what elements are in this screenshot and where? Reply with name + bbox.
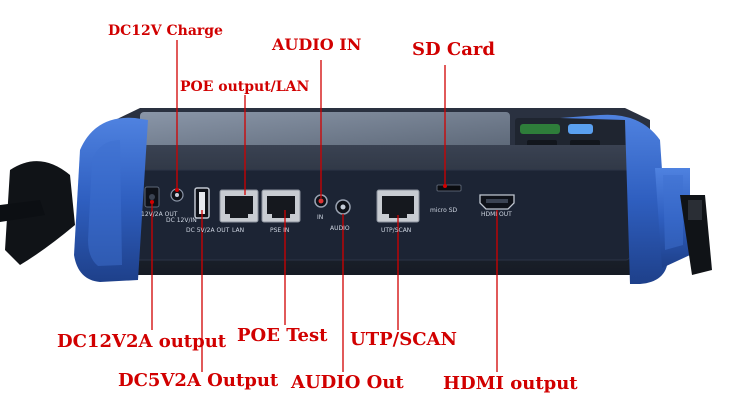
callout-dc12v-charge: DC12V Charge bbox=[108, 23, 223, 39]
label-audio: AUDIO bbox=[330, 225, 350, 232]
label-lan: LAN bbox=[232, 227, 245, 234]
callout-poe-output-lan: POE output/LAN bbox=[180, 79, 310, 95]
screen bbox=[140, 112, 510, 152]
callout-utp-scan: UTP/SCAN bbox=[350, 329, 457, 350]
label-dc-out: 12V/2A OUT bbox=[141, 211, 178, 218]
callout-audio-out: AUDIO Out bbox=[291, 372, 404, 393]
callout-hdmi-output: HDMI output bbox=[443, 373, 578, 394]
bumper-right bbox=[560, 114, 668, 284]
callout-lines bbox=[151, 40, 498, 372]
callout-audio-in: AUDIO IN bbox=[272, 35, 362, 54]
callout-sd-card: SD Card bbox=[412, 39, 495, 60]
label-utp-scan: UTP/SCAN bbox=[381, 227, 412, 234]
label-hdmi-out: HDMI OUT bbox=[481, 211, 512, 218]
callout-dc12v2a-output: DC12V2A output bbox=[57, 331, 227, 352]
callout-poe-test: POE Test bbox=[237, 325, 328, 346]
label-micro-sd: micro SD bbox=[430, 207, 458, 214]
label-dc-in: DC 12V/IN bbox=[166, 217, 197, 224]
callout-dc5v2a-output: DC5V2A Output bbox=[118, 370, 279, 391]
label-pse-in: PSE IN bbox=[270, 227, 290, 234]
label-in: IN bbox=[317, 214, 324, 221]
label-usb: DC 5V/2A OUT bbox=[186, 227, 230, 234]
